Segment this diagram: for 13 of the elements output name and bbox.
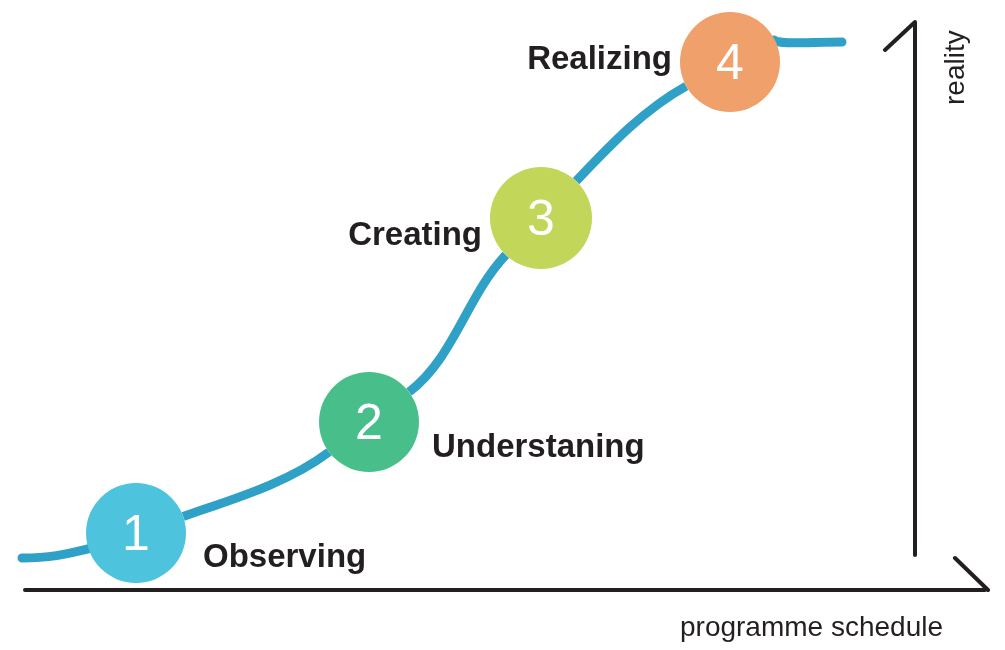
curve-segment xyxy=(572,82,689,185)
axis-label: programme schedule xyxy=(680,612,944,643)
axis-label: reality xyxy=(940,30,971,105)
stage-label: Observing xyxy=(203,538,367,575)
step-number: 2 xyxy=(355,397,383,447)
stage-label: Realizing xyxy=(527,40,672,77)
curve-segment xyxy=(406,252,510,396)
step-number: 1 xyxy=(122,508,150,558)
stage-label: Creating xyxy=(348,216,482,253)
step-number: 3 xyxy=(527,193,555,243)
step-number: 4 xyxy=(716,37,744,87)
stage-label: Understaning xyxy=(432,428,645,465)
curve-segment xyxy=(181,448,332,521)
